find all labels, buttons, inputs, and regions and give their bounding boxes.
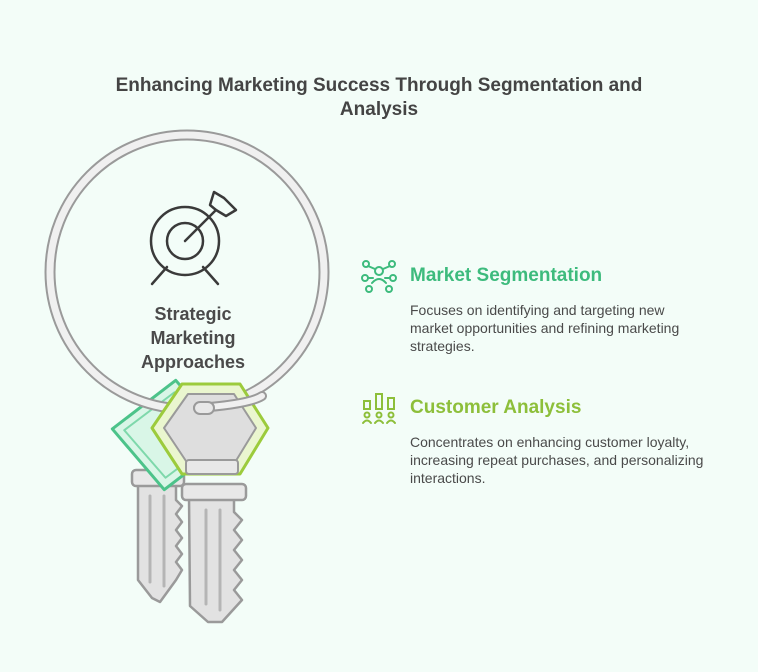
item-heading: Customer Analysis xyxy=(410,397,582,418)
network-people-icon xyxy=(361,260,397,293)
item-description: Concentrates on enhancing customer loyal… xyxy=(410,434,704,486)
center-label: Strategic Marketing Approaches xyxy=(140,304,246,372)
target-arrow-icon xyxy=(149,190,238,286)
item-market-segmentation: Market Segmentation Focuses on identifyi… xyxy=(360,259,750,355)
item-heading: Market Segmentation xyxy=(410,265,603,286)
item-description: Focuses on identifying and targeting new… xyxy=(410,302,680,354)
lime-key xyxy=(150,382,270,624)
diagram-title: Enhancing Marketing Success Through Segm… xyxy=(115,75,643,120)
item-customer-analysis: Customer Analysis Concentrates on enhanc… xyxy=(360,391,750,487)
people-chart-icon xyxy=(362,393,396,424)
